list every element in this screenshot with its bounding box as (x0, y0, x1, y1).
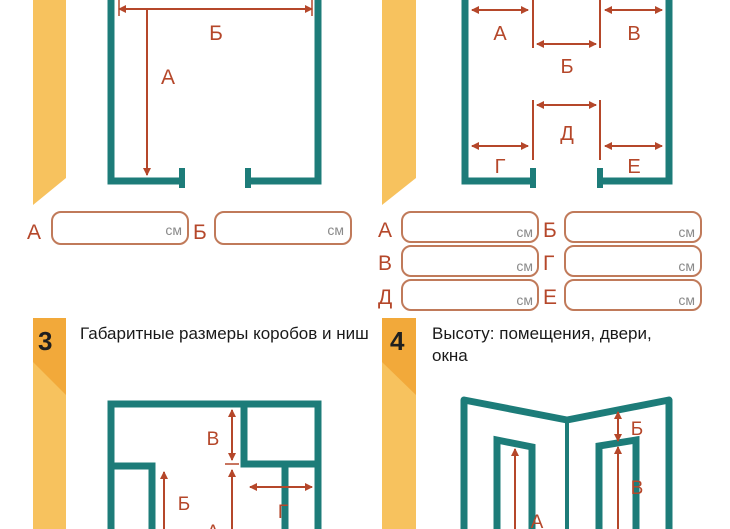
measure2-input-e[interactable] (564, 279, 702, 311)
accent-strip-4 (382, 318, 416, 529)
measure2-input-d[interactable] (401, 279, 539, 311)
dim-label-v: В (627, 23, 640, 45)
field2-label-d: Д (378, 286, 392, 309)
dim-label-d: Д (560, 123, 574, 145)
measure-input-a[interactable] (51, 211, 189, 245)
field2-label-e: Е (543, 286, 557, 309)
step-title-4: Высоту: помещения, двери, окна (432, 324, 652, 365)
dim3-label-a: А (207, 522, 220, 529)
field-label-a: А (27, 221, 41, 244)
room-plan-2: А В Б Д Г Е (461, 0, 673, 188)
dim-label-g: Г (495, 156, 506, 178)
measure-fields-1: А см Б см (27, 211, 352, 245)
dim-label-b: Б (560, 56, 573, 78)
unit2-label-g: см (678, 258, 695, 274)
dim-label-e: Е (627, 156, 640, 178)
measure-fields-2: А см Б см В см Г см Д см Е см (378, 211, 702, 311)
dim-label-a: А (493, 23, 507, 45)
measure2-input-v[interactable] (401, 245, 539, 277)
measure2-input-a[interactable] (401, 211, 539, 243)
measure2-input-b[interactable] (564, 211, 702, 243)
field2-label-a: А (378, 219, 392, 242)
measure-input-b[interactable] (214, 211, 352, 245)
unit2-label-b: см (678, 224, 695, 240)
step-number-4: 4 (390, 326, 405, 356)
step-number-3: 3 (38, 326, 53, 356)
unit2-label-v: см (516, 258, 533, 274)
dim3-label-v: В (207, 429, 220, 450)
unit2-label-d: см (516, 292, 533, 308)
dim3-label-g: Г (278, 502, 288, 523)
unit-label-b: см (327, 222, 344, 238)
dim4-label-v: В (631, 478, 644, 499)
room-plan-1: Б А (107, 0, 322, 188)
dim4-label-a: А (531, 512, 544, 529)
step-title-3: Габаритные размеры коробов и ниш (80, 324, 369, 343)
unit2-label-e: см (678, 292, 695, 308)
measure2-input-g[interactable] (564, 245, 702, 277)
field-label-b: Б (193, 221, 207, 244)
dim3-label-b: Б (178, 494, 190, 515)
field2-label-v: В (378, 252, 392, 275)
room-plan-3: В Б Г А (107, 400, 322, 529)
field2-label-g: Г (543, 252, 554, 275)
unit2-label-a: см (516, 224, 533, 240)
accent-strip-3 (33, 318, 66, 529)
room-plan-4: А Б В (460, 396, 673, 529)
unit-label-a: см (165, 222, 182, 238)
field2-label-b: Б (543, 219, 557, 242)
dim-label-width: Б (209, 22, 223, 45)
dim4-label-b: Б (631, 419, 643, 440)
accent-strip-2 (382, 0, 416, 205)
accent-strip-1 (33, 0, 66, 205)
dim-label-height: А (161, 66, 175, 89)
